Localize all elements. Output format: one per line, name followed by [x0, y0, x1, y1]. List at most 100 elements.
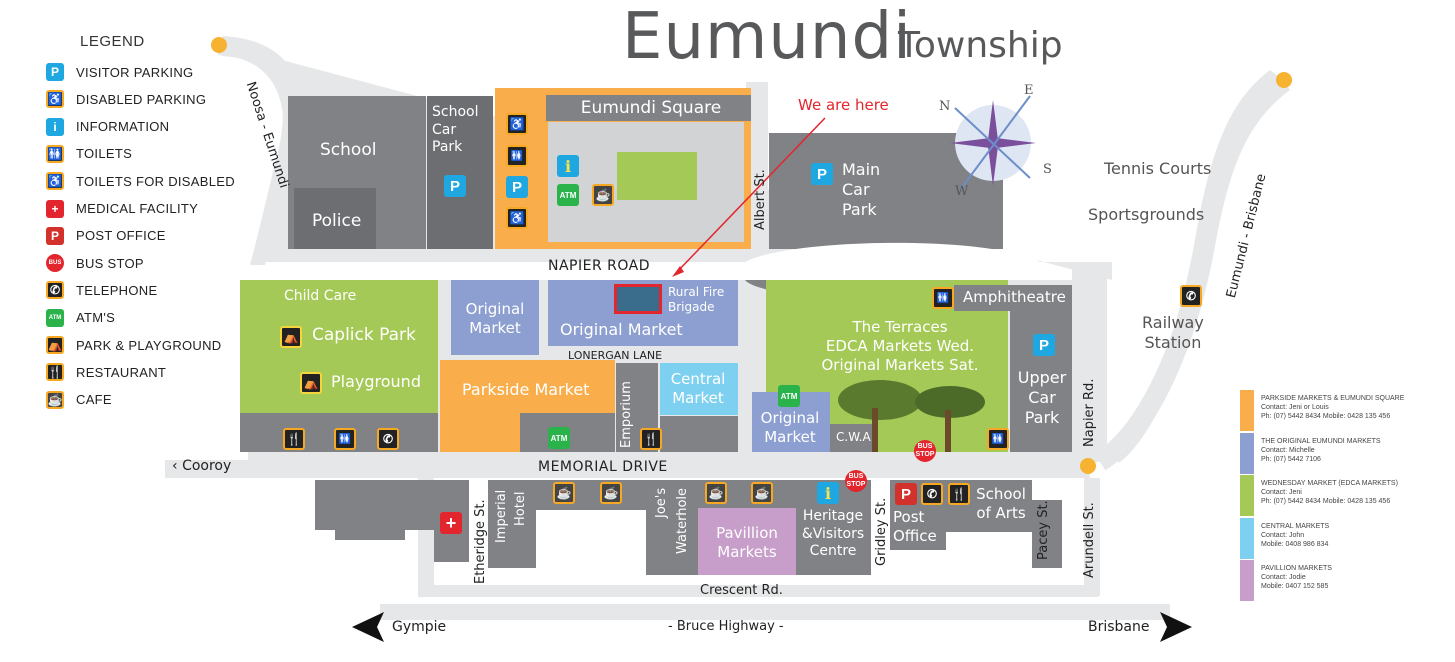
- post-office-line1: Post: [893, 508, 925, 526]
- cafe-icon[interactable]: ☕: [553, 482, 575, 504]
- park-icon: ⛺: [46, 336, 64, 354]
- heritage-centre-line2: &Visitors: [801, 525, 865, 542]
- contact-title: PAVILLION MARKETS: [1261, 565, 1332, 572]
- contact-line1: Contact: John: [1261, 531, 1305, 539]
- atm-icon[interactable]: ATM: [778, 385, 800, 407]
- disabled-parking-icon: ♿: [46, 90, 64, 109]
- junction-marker-arundell: [1080, 458, 1096, 474]
- railway-station-line2: Station: [1144, 333, 1202, 352]
- eumundi-brisbane-road: [1094, 74, 1291, 471]
- original-market-1-line2: Market: [469, 318, 521, 337]
- cafe-icon[interactable]: ☕: [751, 482, 773, 504]
- telephone-icon[interactable]: ✆: [377, 428, 399, 450]
- school-car-park-label-line1: School: [432, 104, 479, 120]
- park-icon[interactable]: ⛺: [280, 326, 302, 348]
- parking-icon[interactable]: P: [506, 176, 528, 198]
- contact-line1: Contact: Jeni: [1261, 489, 1302, 496]
- terraces-line2: EDCA Markets Wed.: [825, 336, 975, 355]
- bus-stop-text-3: BUS: [848, 473, 864, 480]
- compass-n: N: [939, 99, 951, 114]
- school-car-park-label: School Car Park: [432, 104, 478, 157]
- legend-item-label: TELEPHONE: [76, 282, 158, 298]
- amphitheatre-block: [954, 285, 1072, 311]
- etheridge-st-label: Etheridge St.: [473, 499, 488, 584]
- telephone-icon[interactable]: ✆: [921, 483, 943, 505]
- contact-line1: Contact: Michelle: [1261, 446, 1315, 454]
- legend-item-label: INFORMATION: [76, 119, 170, 135]
- toilets-icon[interactable]: 🚻: [987, 428, 1009, 450]
- toilets-icon[interactable]: 🚻: [506, 145, 528, 167]
- post-office-icon: P: [46, 226, 64, 245]
- restaurant-icon[interactable]: 🍴: [948, 483, 970, 505]
- albert-st-label: Albert St.: [753, 169, 768, 230]
- information-icon[interactable]: i: [817, 482, 839, 504]
- cooroy-text: Cooroy: [182, 458, 232, 474]
- playground-label: Playground: [331, 372, 421, 391]
- parking-icon: P: [46, 63, 64, 81]
- central-market-block: [660, 363, 738, 415]
- imperial-hotel-line2: Hotel: [513, 491, 528, 526]
- lonergan-lane-label: LONERGAN LANE: [568, 349, 663, 362]
- contact-entry: WEDNESDAY MARKET (EDCA MARKETS)Contact: …: [1261, 479, 1455, 506]
- legend-item: ♿TOILETS FOR DISABLED: [46, 171, 235, 191]
- parking-icon[interactable]: P: [811, 163, 833, 185]
- contact-line2: Ph: (07) 5442 8434 Mobile: 0428 135 456: [1261, 498, 1391, 505]
- terraces-line3: Original Markets Sat.: [821, 355, 979, 374]
- post-office-icon[interactable]: P: [895, 483, 917, 505]
- parkside-market-label: Parkside Market: [462, 380, 590, 399]
- main-car-park-line3: Park: [842, 200, 877, 219]
- disabled-toilets-icon: ♿: [46, 172, 64, 191]
- upper-car-park-line1: Upper: [1017, 368, 1067, 387]
- toilets-icon: 🚻: [46, 144, 64, 163]
- memorial-drive-label: MEMORIAL DRIVE: [538, 459, 668, 475]
- cafe-icon[interactable]: ☕: [600, 482, 622, 504]
- restaurant-icon[interactable]: 🍴: [640, 428, 662, 450]
- cafe-icon[interactable]: ☕: [592, 184, 614, 206]
- atm-icon[interactable]: ATM: [557, 184, 579, 206]
- medical-icon[interactable]: +: [440, 512, 462, 534]
- school-car-park-block: [427, 96, 493, 249]
- information-icon: i: [46, 117, 64, 136]
- toilets-icon[interactable]: 🚻: [932, 287, 954, 309]
- railway-station-label: Railway Station: [1142, 313, 1204, 353]
- pavillion-markets-label: Pavillion Markets: [710, 524, 784, 562]
- disabled-parking-icon[interactable]: ♿: [506, 207, 528, 229]
- legend-item: ⛺ PARK & PLAYGROUND: [46, 335, 222, 355]
- we-are-here-arrow: [675, 117, 826, 274]
- restaurant-icon[interactable]: 🍴: [283, 428, 305, 450]
- telephone-icon[interactable]: ✆: [1180, 285, 1202, 307]
- arrow-brisbane: [1160, 612, 1192, 642]
- pacey-block: [1032, 500, 1062, 568]
- sportsgrounds-label: Sportsgrounds: [1088, 205, 1205, 224]
- school-of-arts-label: School of Arts: [975, 485, 1027, 523]
- legend-item-label: PARK & PLAYGROUND: [76, 337, 222, 353]
- legend-item: P POST OFFICE: [46, 226, 166, 246]
- parking-icon[interactable]: P: [1033, 334, 1055, 356]
- parking-icon[interactable]: P: [444, 175, 466, 197]
- rural-fire-brigade-photo: [617, 287, 659, 311]
- park-icon[interactable]: ⛺: [300, 372, 322, 394]
- contact-swatch: [1240, 390, 1254, 431]
- contact-line2: Ph: (07) 5442 7106: [1261, 455, 1321, 463]
- disabled-parking-icon[interactable]: ♿: [506, 113, 528, 135]
- post-office-line2: Office: [893, 526, 937, 545]
- cafe-icon[interactable]: ☕: [705, 482, 727, 504]
- information-icon[interactable]: i: [557, 155, 579, 177]
- legend-item-label: MEDICAL FACILITY: [76, 201, 199, 216]
- legend-item-label: POST OFFICE: [76, 228, 166, 244]
- crescent-rd-label: Crescent Rd.: [700, 583, 783, 598]
- original-market-3-line2: Market: [764, 427, 816, 446]
- child-care-label: Child Care: [284, 288, 357, 304]
- atm-icon[interactable]: ATM: [548, 427, 570, 449]
- bus-stop-text-4: STOP: [846, 481, 866, 488]
- contact-line2: Ph: (07) 5442 8434 Mobile: 0428 135 456: [1261, 413, 1391, 420]
- joes-waterhole-block: [646, 480, 698, 575]
- contact-swatch: [1240, 475, 1254, 516]
- toilets-icon[interactable]: 🚻: [334, 428, 356, 450]
- pavillion-markets-line2: Markets: [717, 542, 777, 561]
- napier-road-label: NAPIER ROAD: [548, 258, 651, 274]
